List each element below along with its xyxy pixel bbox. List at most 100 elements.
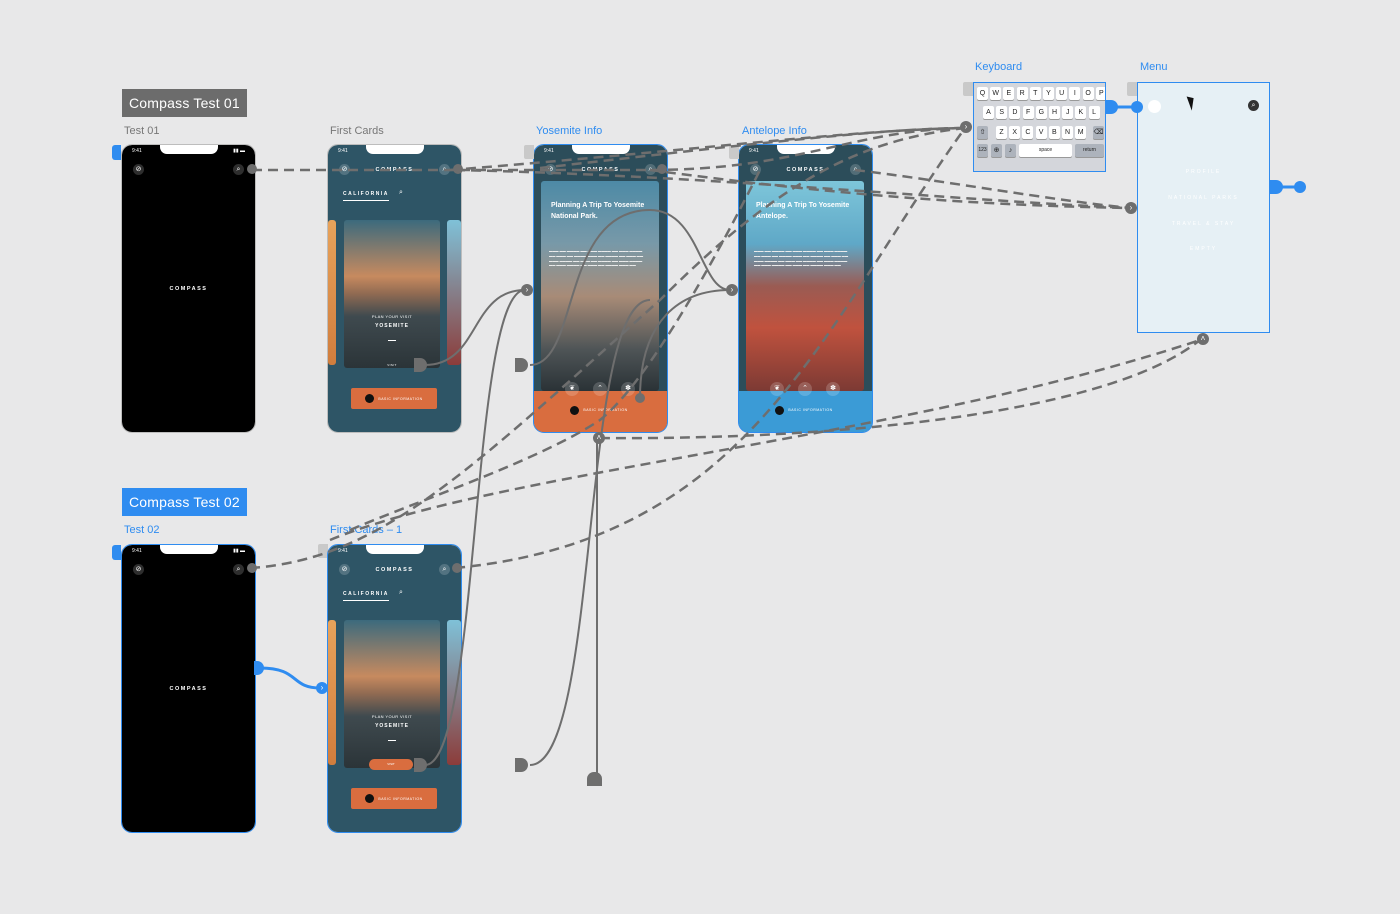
chevron-up-icon[interactable]: ˄ <box>593 432 605 444</box>
artboard-label-yosemite-info[interactable]: Yosemite Info <box>536 125 603 137</box>
key-l[interactable]: L <box>1088 106 1100 119</box>
key-c[interactable]: C <box>1022 126 1034 139</box>
return-key[interactable]: return <box>1075 144 1104 157</box>
search-icon[interactable]: ⌕ <box>399 189 403 196</box>
key-m[interactable]: M <box>1075 126 1087 139</box>
key-j[interactable]: J <box>1062 106 1074 119</box>
artboard-first-cards-1[interactable]: 9:41 ⊘ COMPASS ⌕ CALIFORNIA ⌕ PLAN YOUR … <box>327 544 462 833</box>
key-y[interactable]: Y <box>1043 87 1054 100</box>
menu-item-national-parks[interactable]: NATIONAL PARKS <box>1168 195 1239 201</box>
menu-item-profile[interactable]: PROFILE <box>1185 169 1222 175</box>
mountain-icon[interactable]: ⌃ <box>798 382 812 396</box>
key-a[interactable]: A <box>983 106 994 119</box>
connection-dot[interactable] <box>657 164 667 174</box>
chevron-right-icon[interactable]: › <box>1125 202 1137 214</box>
paw-icon[interactable]: ✽ <box>826 382 840 396</box>
artboard-handle[interactable] <box>1127 82 1137 96</box>
key-u[interactable]: U <box>1056 87 1068 100</box>
mountain-icon[interactable]: ⌃ <box>593 382 607 396</box>
link-handle[interactable] <box>1105 100 1118 114</box>
connection-dot[interactable] <box>1131 101 1143 113</box>
shift-key[interactable]: ⇧ <box>977 126 988 139</box>
artboard-yosemite-info[interactable]: 9:41 ⊘ COMPASS ⌕ Planning A Trip To Yose… <box>533 144 668 433</box>
leaf-icon[interactable]: ❦ <box>770 382 784 396</box>
key-r[interactable]: R <box>1016 87 1028 100</box>
key-w[interactable]: W <box>990 87 1002 100</box>
key-d[interactable]: D <box>1009 106 1021 119</box>
key-v[interactable]: V <box>1035 126 1047 139</box>
visit-button[interactable]: VISIT <box>369 759 413 770</box>
menu-item-empty[interactable]: EMPTY <box>1189 246 1218 252</box>
key-q[interactable]: Q <box>977 87 988 100</box>
basic-information-button[interactable]: BASIC INFORMATION <box>351 388 437 409</box>
numbers-key[interactable]: 123 <box>977 144 988 157</box>
basic-information-button[interactable]: BASIC INFORMATION <box>759 405 849 415</box>
connection-dot[interactable] <box>1294 181 1306 193</box>
artboard-handle[interactable] <box>729 145 739 159</box>
artboard-label-antelope-info[interactable]: Antelope Info <box>742 125 807 137</box>
yosemite-card-image[interactable] <box>344 620 440 768</box>
key-i[interactable]: I <box>1069 87 1081 100</box>
connection-dot[interactable] <box>635 393 645 403</box>
artboard-antelope-info[interactable]: 9:41 ⊘ COMPASS ⌕ Planning A Trip To Yose… <box>738 144 873 433</box>
key-s[interactable]: S <box>996 106 1008 119</box>
link-handle[interactable] <box>1270 180 1283 194</box>
link-handle[interactable] <box>587 772 602 786</box>
flow-start-marker[interactable] <box>112 545 121 560</box>
link-handle[interactable] <box>414 758 427 772</box>
link-handle[interactable] <box>414 358 427 372</box>
leaf-icon[interactable]: ❦ <box>565 382 579 396</box>
flow-start-marker[interactable] <box>112 145 121 160</box>
link-handle[interactable] <box>254 661 264 675</box>
artboard-test02[interactable]: 9:41 ▮▮ ▬ ⊘ ⌕ COMPASS <box>121 544 256 833</box>
key-x[interactable]: X <box>1009 126 1021 139</box>
artboard-label-test02[interactable]: Test 02 <box>124 524 160 536</box>
artboard-label-first-cards[interactable]: First Cards <box>330 125 384 137</box>
connection-dot[interactable] <box>247 164 257 174</box>
chevron-right-icon[interactable]: › <box>960 121 972 133</box>
artboard-handle[interactable] <box>963 82 973 96</box>
key-p[interactable]: P <box>1095 87 1105 100</box>
yosemite-card-image[interactable] <box>344 220 440 368</box>
search-icon[interactable]: ⌕ <box>399 589 403 596</box>
basic-information-button[interactable]: BASIC INFORMATION <box>554 405 644 415</box>
artboard-first-cards[interactable]: 9:41 ⊘ COMPASS ⌕ CALIFORNIA ⌕ PLAN YOUR … <box>327 144 462 433</box>
artboard-label-test01[interactable]: Test 01 <box>124 125 160 137</box>
key-g[interactable]: G <box>1035 106 1047 119</box>
chevron-up-icon[interactable]: ˄ <box>1197 333 1209 345</box>
key-f[interactable]: F <box>1022 106 1034 119</box>
chevron-right-icon[interactable]: › <box>726 284 738 296</box>
connection-dot[interactable] <box>247 563 257 573</box>
basic-information-button[interactable]: BASIC INFORMATION <box>351 788 437 809</box>
flow-tag-compass-test-02[interactable]: Compass Test 02 <box>122 488 247 516</box>
search-icon[interactable]: ⌕ <box>1248 100 1259 111</box>
delete-key[interactable]: ⌫ <box>1093 126 1104 139</box>
key-h[interactable]: H <box>1049 106 1060 119</box>
artboard-label-menu[interactable]: Menu <box>1140 61 1168 73</box>
key-k[interactable]: K <box>1075 106 1087 119</box>
location-tab[interactable]: CALIFORNIA <box>343 191 389 201</box>
paw-icon[interactable]: ✽ <box>621 382 635 396</box>
connection-dot[interactable] <box>452 563 462 573</box>
link-handle[interactable] <box>515 358 528 372</box>
artboard-menu[interactable]: ⌕ PROFILE NATIONAL PARKS TRAVEL & STAY E… <box>1137 82 1270 333</box>
key-t[interactable]: T <box>1029 87 1041 100</box>
chevron-right-icon[interactable]: › <box>316 682 328 694</box>
globe-icon[interactable]: ⊕ <box>991 144 1002 157</box>
key-n[interactable]: N <box>1062 126 1073 139</box>
artboard-label-keyboard[interactable]: Keyboard <box>975 61 1023 73</box>
artboard-label-first-cards-1[interactable]: First Cards – 1 <box>330 524 403 536</box>
link-handle[interactable] <box>515 758 528 772</box>
artboard-handle[interactable] <box>318 544 328 558</box>
connection-dot[interactable] <box>453 164 463 174</box>
flow-tag-compass-test-01[interactable]: Compass Test 01 <box>122 89 247 117</box>
key-e[interactable]: E <box>1003 87 1015 100</box>
artboard-test01[interactable]: 9:41 ▮▮ ▬ ⊘ ⌕ COMPASS <box>121 144 256 433</box>
mic-icon[interactable]: ♪ <box>1005 144 1016 157</box>
key-b[interactable]: B <box>1048 126 1060 139</box>
menu-item-travel-stay[interactable]: TRAVEL & STAY <box>1171 221 1236 227</box>
key-o[interactable]: O <box>1082 87 1094 100</box>
space-key[interactable]: space <box>1019 144 1072 157</box>
key-z[interactable]: Z <box>996 126 1007 139</box>
